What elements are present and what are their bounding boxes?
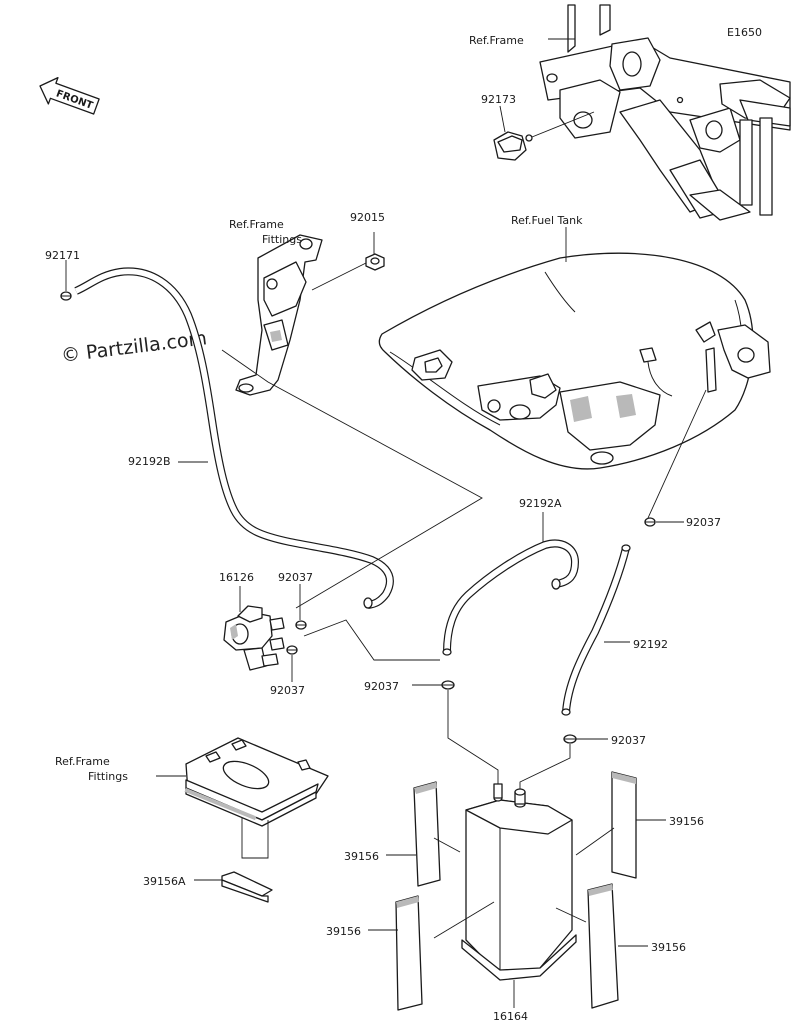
label-92037-valve-top: 92037 [278,571,313,584]
ref-39156-right-bottom [555,907,587,923]
front-arrow-icon: FRONT [39,76,100,115]
pad-39156-left-bottom [395,895,423,1011]
leader-92173-line [531,111,595,138]
watermark: © Partzilla.com [60,327,208,367]
clip-92171 [60,291,72,301]
label-39156A: 39156A [143,875,186,888]
hose-92192 [561,544,631,716]
label-39156-right-top: 39156 [669,815,704,828]
label-ref-frame-fittings-2-l1: Ref.Frame [55,755,110,768]
ref-line-tray-pad [241,818,269,859]
leader-92015-line [311,262,367,291]
ref-line-right-canister [519,744,571,806]
pad-39156A [221,871,273,903]
pad-39156-right-top [611,771,637,879]
clip-92037-center [441,680,455,690]
label-92192: 92192 [633,638,668,651]
ref-line-center-canister [447,690,499,800]
label-39156-left-top: 39156 [344,850,379,863]
label-ref-frame-fittings-1-l1: Ref.Frame [229,218,284,231]
leader-92173 [499,105,506,133]
label-ref-fuel-tank: Ref.Fuel Tank [511,214,583,227]
label-39156-left-bottom: 39156 [326,925,361,938]
frame-fittings-bracket [235,234,323,396]
label-92171: 92171 [45,249,80,262]
clip-92037-valve-top [295,620,307,630]
pad-39156-left-top [413,781,441,887]
label-92192B: 92192B [128,455,171,468]
valve-16126 [223,605,285,671]
label-92037-valve-bottom: 92037 [270,684,305,697]
hose-92192A [442,539,579,656]
label-92037-right: 92037 [611,734,646,747]
label-92037-right-top: 92037 [686,516,721,529]
clip-92037-right [563,734,577,744]
ref-line-bracket-valve [221,349,483,609]
hose-92192B [74,267,394,609]
label-ref-frame-fittings-1-l2: Fittings [262,233,302,246]
label-92015: 92015 [350,211,385,224]
frame-assembly [539,4,791,221]
frame-fittings-tray [184,737,329,827]
ref-line-tank-hose [647,389,707,519]
nut-92015 [365,253,385,271]
clip-92037-valve-bottom [286,645,298,655]
label-39156-right-bottom: 39156 [651,941,686,954]
diagram-code: E1650 [727,26,762,39]
ref-39156-left-bottom [433,901,495,939]
damper-92173 [493,131,533,161]
label-16126: 16126 [219,571,254,584]
svg-text:© Partzilla.com: © Partzilla.com [60,327,208,367]
clip-92037-right-top [644,517,656,527]
ref-line-valve-hose [303,619,440,661]
pad-39156-right-bottom [587,883,619,1009]
canister-16164 [461,783,577,981]
ref-39156-right-top [575,827,615,856]
label-92037-center: 92037 [364,680,399,693]
label-92192A: 92192A [519,497,562,510]
label-ref-frame-fittings-2-l2: Fittings [88,770,128,783]
ref-39156-left-top [433,837,461,853]
label-ref-frame-top: Ref.Frame [469,34,524,47]
fuel-tank [378,252,771,470]
label-16164: 16164 [493,1010,528,1023]
label-92173: 92173 [481,93,516,106]
